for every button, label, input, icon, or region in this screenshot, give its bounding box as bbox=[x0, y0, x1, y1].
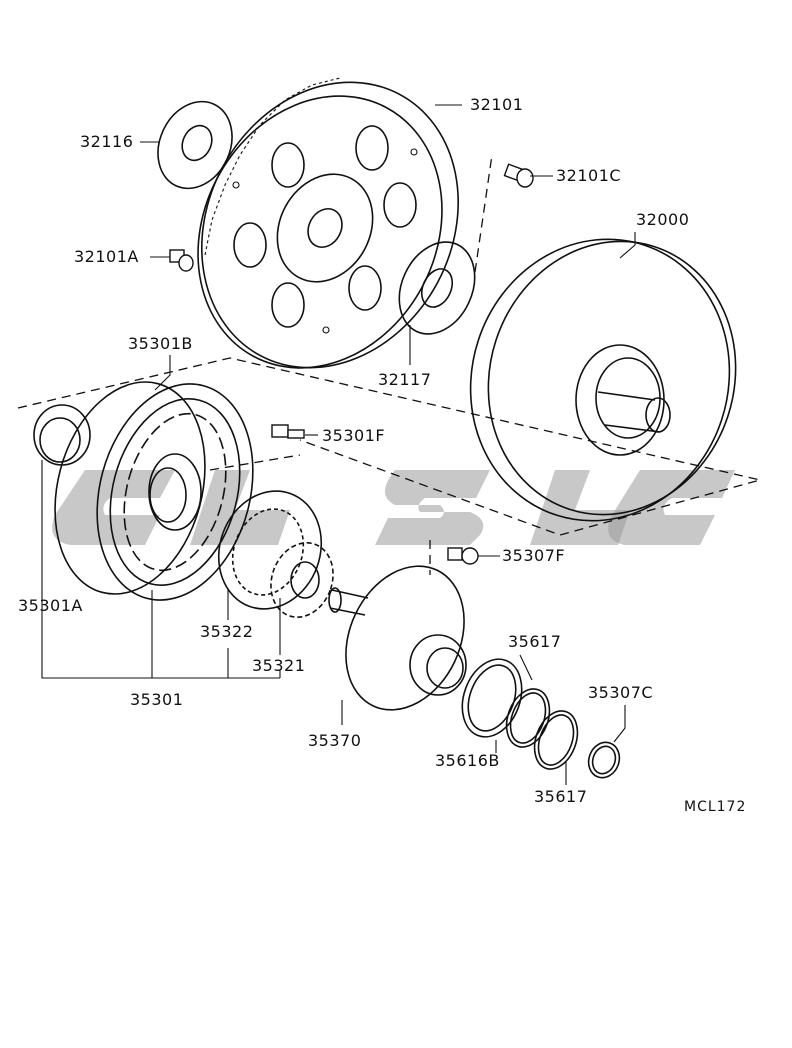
label-35307F: 35307F bbox=[502, 546, 565, 565]
label-32101C: 32101C bbox=[556, 166, 621, 185]
label-35322: 35322 bbox=[200, 622, 253, 641]
label-35301B: 35301B bbox=[128, 334, 193, 353]
flywheel bbox=[197, 77, 459, 369]
diagram-code: MCL172 bbox=[684, 799, 746, 815]
label-35617-bottom: 35617 bbox=[534, 787, 587, 806]
label-32101: 32101 bbox=[470, 95, 523, 114]
stator-shaft bbox=[328, 565, 467, 711]
leader-lines bbox=[41, 104, 636, 785]
pump-bolt bbox=[271, 424, 305, 439]
torque-converter bbox=[469, 238, 737, 522]
label-32101A: 32101A bbox=[74, 247, 139, 266]
flywheel-set-bolt bbox=[169, 249, 194, 272]
label-35307C: 35307C bbox=[588, 683, 653, 702]
label-35617-top: 35617 bbox=[508, 632, 561, 651]
stator-shaft-bolt bbox=[447, 547, 479, 565]
label-32116: 32116 bbox=[80, 132, 133, 151]
dashed-guide-lines bbox=[17, 154, 761, 575]
o-ring bbox=[587, 741, 621, 779]
seal-ring-a bbox=[505, 688, 551, 748]
label-35616B: 35616B bbox=[435, 751, 500, 770]
flywheel-bolt bbox=[503, 163, 534, 188]
label-35301: 35301 bbox=[130, 690, 183, 709]
watermark-logo bbox=[52, 470, 735, 545]
spacer-plate-rear bbox=[398, 241, 476, 335]
pump-seal bbox=[33, 404, 91, 466]
seal-ring-b bbox=[533, 710, 579, 770]
label-35301A: 35301A bbox=[18, 596, 83, 615]
oil-pump-body bbox=[54, 381, 254, 601]
thrust-washer bbox=[461, 658, 523, 738]
label-35301F: 35301F bbox=[322, 426, 385, 445]
label-32117: 32117 bbox=[378, 370, 431, 389]
spacer-plate-front bbox=[157, 100, 233, 190]
label-35370: 35370 bbox=[308, 731, 361, 750]
label-32000: 32000 bbox=[636, 210, 689, 229]
label-35321: 35321 bbox=[252, 656, 305, 675]
drive-gear bbox=[270, 542, 334, 618]
